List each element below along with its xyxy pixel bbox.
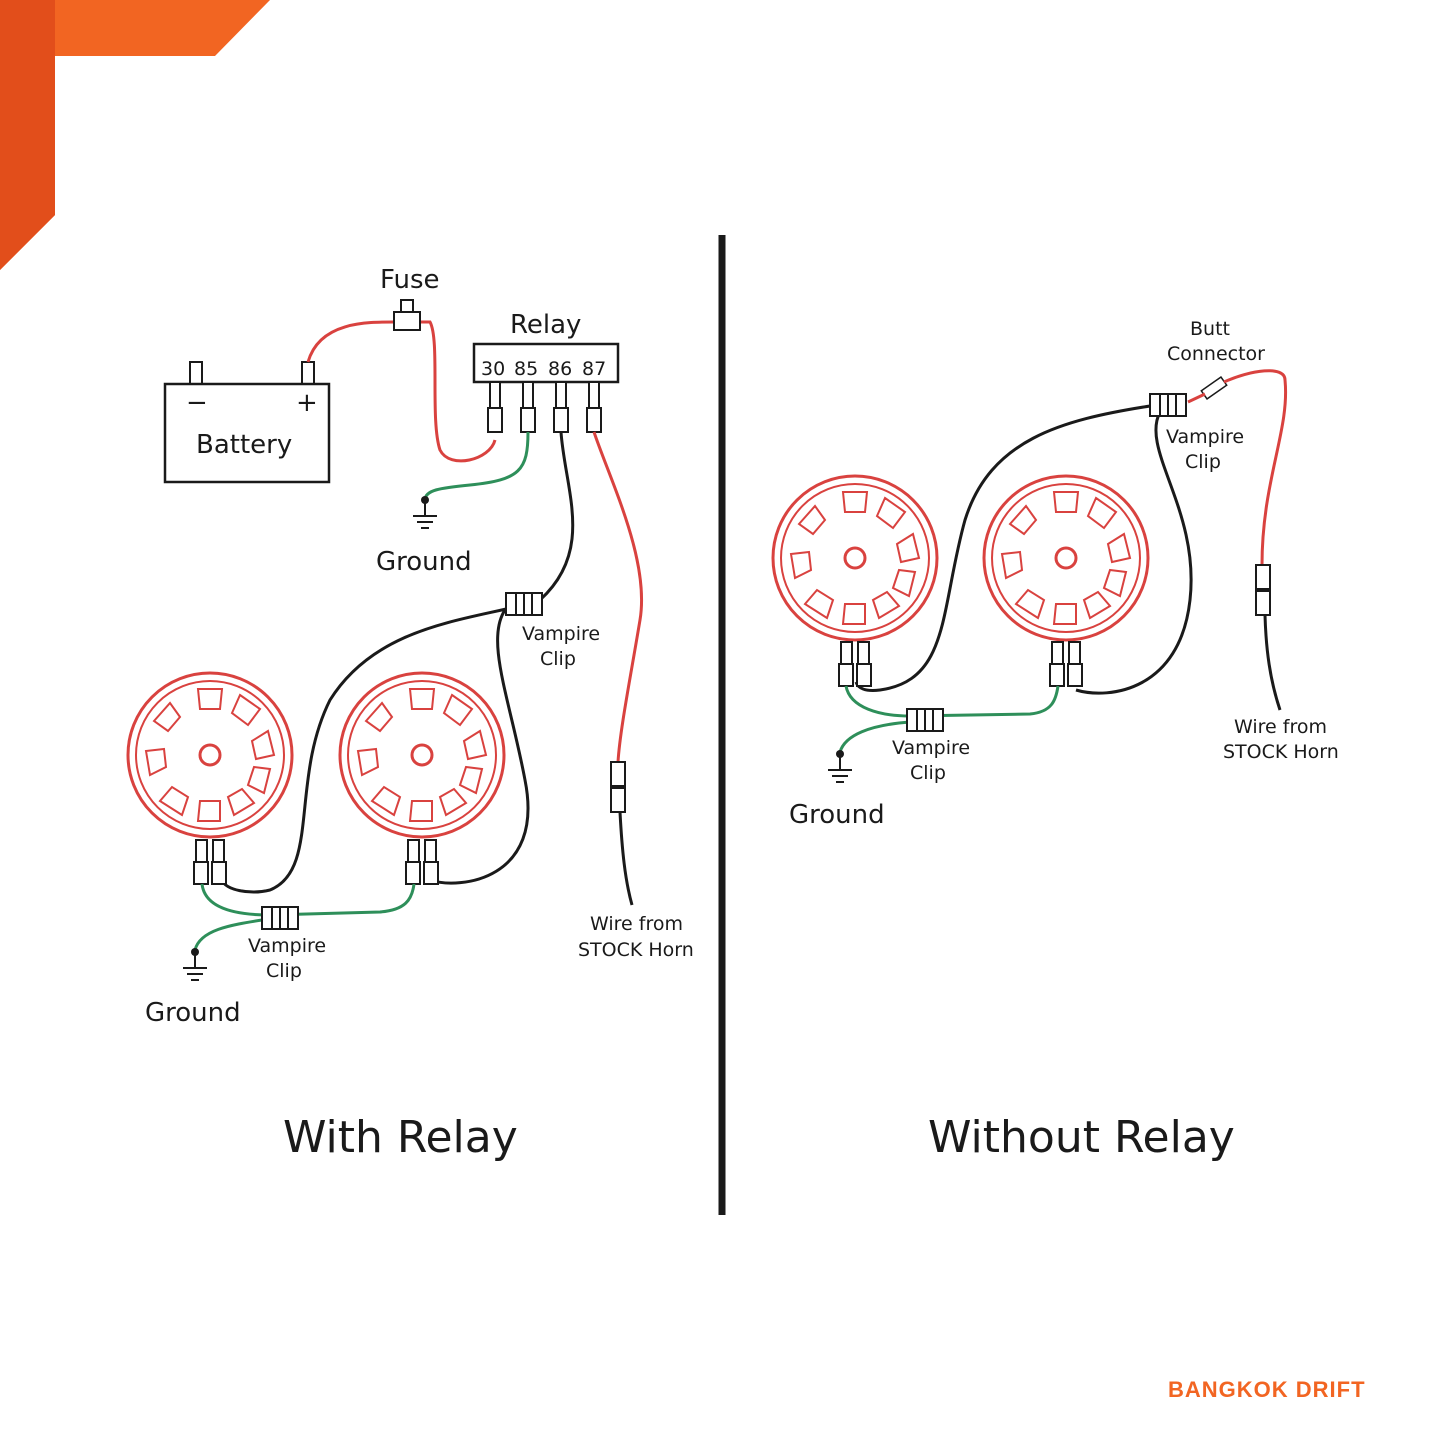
- with-relay-title: With Relay: [283, 1112, 518, 1163]
- vampire-clip-right-bottom-label-1: Vampire: [892, 737, 970, 759]
- trigger-wire-branch: [429, 609, 530, 885]
- relay-pin-30: 30: [481, 358, 505, 380]
- butt-connector-label-1: Butt: [1190, 318, 1230, 340]
- vampire-clip-bottom-label-2: Clip: [266, 960, 302, 982]
- ground-icon-top: [412, 501, 438, 529]
- horn-ground-wire-branch: [193, 918, 263, 951]
- horn-icon-right: [338, 671, 506, 885]
- horn-icon-right-1: [771, 474, 939, 687]
- stock-wire-label-2: STOCK Horn: [578, 939, 694, 961]
- with-relay-panel: − + Battery Fuse Relay 30 85 86 87: [126, 265, 694, 1163]
- battery-plus-label: +: [296, 388, 318, 418]
- ground-icon-bottom: [182, 953, 208, 981]
- relay: Relay 30 85 86 87: [472, 310, 620, 433]
- stock-horn-wire-right: [1263, 614, 1282, 711]
- power-wire: [306, 320, 497, 463]
- ground-icon-right: [827, 755, 853, 783]
- brand-logo-text: BANGKOK DRIFT: [1168, 1377, 1366, 1402]
- inline-connector-right-icon: [1255, 564, 1271, 616]
- relay-pin-87: 87: [582, 358, 606, 380]
- horn-icon-left: [126, 671, 294, 885]
- ground-top-label: Ground: [376, 547, 472, 577]
- vampire-clip-top-label-2: Clip: [540, 648, 576, 670]
- trigger-wire: [220, 431, 575, 894]
- fuse-icon: Fuse: [380, 265, 440, 331]
- without-relay-title: Without Relay: [928, 1112, 1235, 1163]
- stock-wire-right-label-1: Wire from: [1234, 716, 1327, 738]
- relay-pin-86: 86: [548, 358, 572, 380]
- stock-horn-wire-black: [618, 811, 634, 906]
- vampire-clip-top-label-1: Vampire: [522, 623, 600, 645]
- horn-ground-wire-right-branch: [838, 720, 911, 753]
- ground-right-label: Ground: [789, 800, 885, 830]
- vampire-clip-bottom-label-1: Vampire: [248, 935, 326, 957]
- stock-wire-label-1: Wire from: [590, 913, 683, 935]
- butt-wire-red: [1187, 369, 1288, 566]
- vampire-clip-right-top-label-1: Vampire: [1166, 426, 1244, 448]
- battery-minus-label: −: [186, 388, 208, 418]
- relay-label: Relay: [510, 310, 581, 340]
- corner-accent-shape: [0, 0, 270, 270]
- battery-label: Battery: [196, 430, 292, 460]
- vampire-clip-right-bottom-label-2: Clip: [910, 762, 946, 784]
- ground-bottom-label: Ground: [145, 998, 241, 1028]
- inline-connector-icon: [610, 761, 626, 813]
- butt-connector-icon: [1200, 375, 1228, 401]
- vampire-clip-right-top-label-2: Clip: [1185, 451, 1221, 473]
- stock-wire-right-label-2: STOCK Horn: [1223, 741, 1339, 763]
- vampire-clip-icon-bottom: [261, 906, 299, 930]
- vampire-clip-icon-top: [505, 592, 543, 616]
- battery: − + Battery: [163, 361, 331, 484]
- horn-icon-right-2: [982, 474, 1150, 687]
- relay-pin-85: 85: [514, 358, 538, 380]
- vampire-clip-icon-right-bottom: [906, 708, 944, 732]
- fuse-label: Fuse: [380, 265, 440, 295]
- butt-connector-label-2: Connector: [1167, 343, 1265, 365]
- trigger-wire-right-branch: [1075, 411, 1193, 695]
- trigger-wire-right: [854, 404, 1151, 692]
- relay-ground-wire: [423, 431, 530, 501]
- stock-horn-wire-red: [592, 431, 644, 763]
- without-relay-panel: Butt Connector Vampire Clip Wire from ST…: [771, 318, 1339, 1163]
- vampire-clip-icon-right-top: [1149, 393, 1187, 417]
